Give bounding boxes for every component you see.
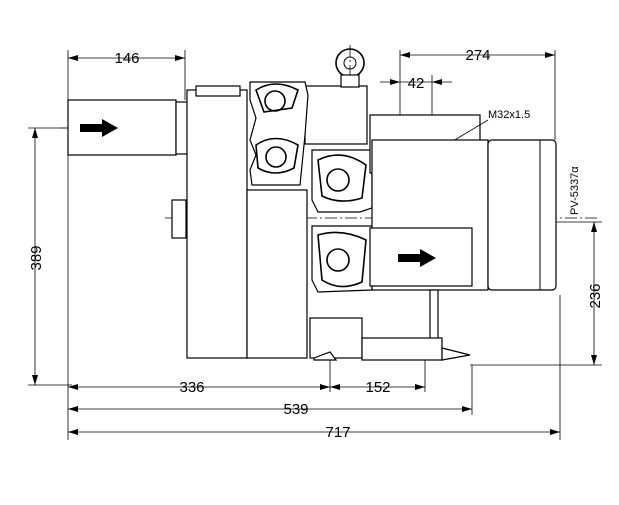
model-code: PV-5337α: [569, 166, 581, 215]
dim-foot-position: 336: [179, 379, 204, 396]
dimension-labels: 146 274 42 M32x1.5 PV-5337α 389 236 336 …: [28, 47, 604, 441]
dim-total-height: 389: [28, 245, 45, 270]
center-block: [246, 189, 308, 359]
foot-left: [309, 317, 363, 359]
foot-right: [361, 337, 443, 361]
housing-cap: [195, 85, 241, 97]
extension-lines: [28, 50, 602, 440]
dim-connector-spacing: 42: [408, 75, 425, 92]
support-leg: [429, 289, 439, 341]
shaft-stub: [171, 199, 187, 239]
thread-label: M32x1.5: [488, 109, 530, 121]
upper-chamber: [249, 81, 309, 186]
inlet-flange: [175, 101, 189, 155]
dim-body-length: 539: [283, 401, 308, 418]
motor-fan-cover: [487, 139, 557, 291]
inlet-flow-arrow-icon: [80, 119, 118, 137]
dim-connector-offset: 274: [465, 47, 490, 64]
dimension-lines: [32, 52, 597, 435]
upper-block: [304, 85, 368, 145]
dim-axis-height: 236: [587, 283, 604, 308]
dim-inlet-length: 146: [114, 50, 139, 67]
outlet-flow-arrow-icon: [398, 249, 436, 267]
dim-overall-length: 717: [325, 424, 350, 441]
main-housing: [186, 89, 248, 359]
blower-body: [67, 48, 557, 361]
dim-foot-width: 152: [365, 379, 390, 396]
